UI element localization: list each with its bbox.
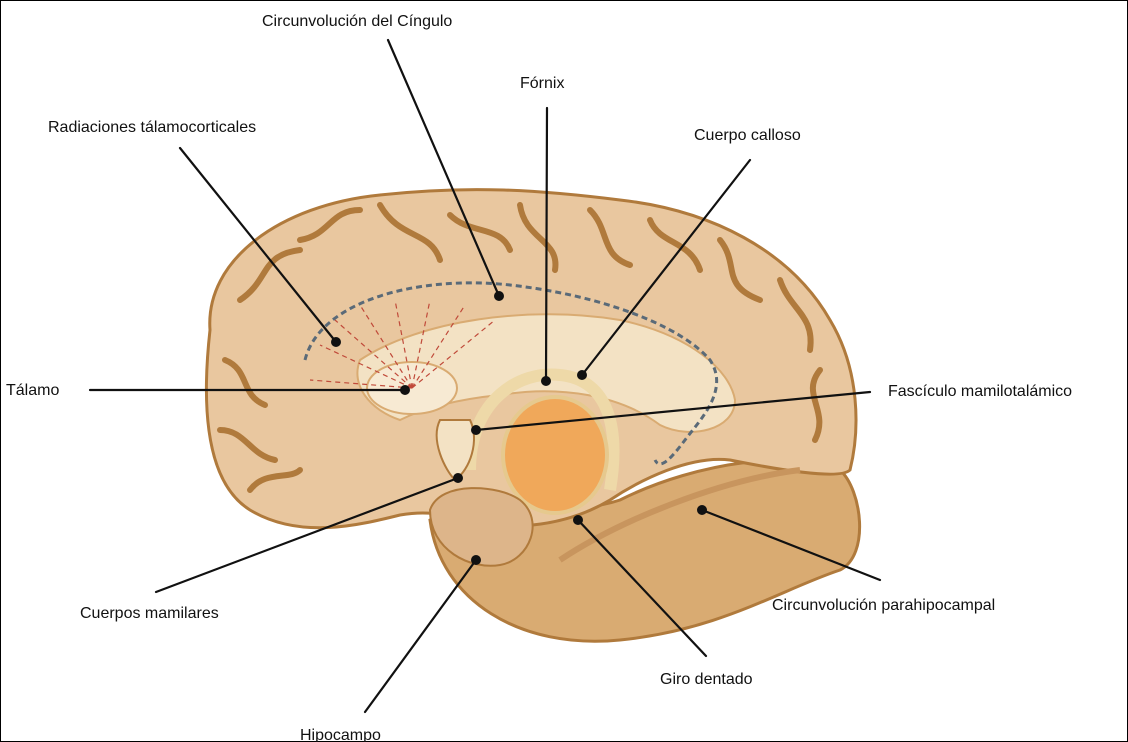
label-thalamus: Tálamo [6, 382, 59, 399]
label-mammillary-bodies: Cuerpos mamilares [80, 605, 219, 622]
pointer-dentate-gyrus [573, 515, 583, 525]
leader-hippocampus [365, 560, 476, 712]
hypothalamus-shape [503, 397, 607, 513]
label-thalamocortical-radiations: Radiaciones tálamocorticales [48, 119, 256, 136]
label-corpus-callosum: Cuerpo calloso [694, 127, 801, 144]
brain-illustration [206, 190, 859, 642]
label-mammillothalamic-tract: Fascículo mamilotalámico [888, 383, 1072, 400]
label-hippocampus: Hipocampo [300, 727, 381, 742]
pointer-mammillary-bodies [453, 473, 463, 483]
leader-fornix [546, 108, 547, 381]
pointer-fornix [541, 376, 551, 386]
pointer-cingulate-gyrus [494, 291, 504, 301]
label-parahippocampal-gyrus: Circunvolución parahipocampal [772, 597, 995, 614]
pointer-parahippocampal [697, 505, 707, 515]
pointer-corpus-callosum [577, 370, 587, 380]
pointer-thalamocortical [331, 337, 341, 347]
pointer-hippocampus [471, 555, 481, 565]
label-cingulate-gyrus: Circunvolución del Cíngulo [262, 13, 452, 30]
label-dentate-gyrus: Giro dentado [660, 671, 753, 688]
pointer-thalamus [400, 385, 410, 395]
label-fornix: Fórnix [520, 75, 564, 92]
pointer-mammillothalamic [471, 425, 481, 435]
